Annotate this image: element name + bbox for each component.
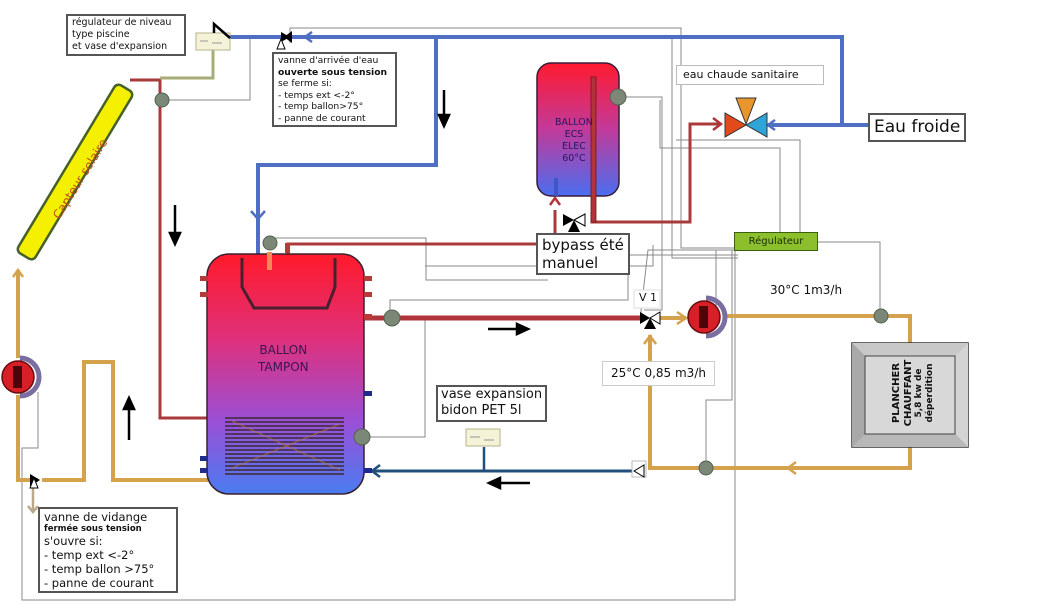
level-regulator <box>195 21 231 51</box>
buffer-tank <box>200 243 372 495</box>
floor-heating-panel <box>851 342 969 448</box>
flow-mix-label: 25°C 0,85 m3/h <box>602 361 715 386</box>
floor-label-line: PLANCHER <box>891 362 903 424</box>
note-line: vase expansion <box>441 387 543 402</box>
floor-heating-label: PLANCHER CHAUFFANT 5,8 kw de déperdition <box>868 358 958 428</box>
inlet-valve-icon[interactable] <box>276 31 292 50</box>
note-line: type piscine <box>72 28 130 40</box>
regulator-box[interactable]: Régulateur <box>734 232 818 251</box>
note-line: manuel <box>542 254 599 272</box>
tank-label-line: BALLON <box>259 343 308 357</box>
drain-valve-icon[interactable] <box>29 474 40 489</box>
floor-pump-icon <box>687 295 728 339</box>
expansion-vessel-note: vase expansion bidon PET 5l <box>436 385 548 422</box>
floor-loop-pipes <box>648 314 912 470</box>
hot-arrows <box>548 117 724 206</box>
cold-water-pipes <box>230 35 868 262</box>
note-line: - temp ext <-2° <box>44 548 135 563</box>
sensor-floor-supply <box>873 308 889 324</box>
ecs-tank <box>536 62 620 223</box>
note-line: - temp ballon>75° <box>278 101 364 112</box>
drain-valve-note: vanne de vidange fermée sous tension s'o… <box>38 507 178 594</box>
buffer-tank-label: BALLON TAMPON <box>258 342 309 377</box>
cold-water-label: Eau froide <box>868 113 967 143</box>
sensor-buffer-bottom <box>353 428 371 446</box>
solar-coil <box>225 417 344 475</box>
v1-mixing-valve-icon[interactable] <box>633 289 661 329</box>
dhw-label: eau chaude sanitaire <box>676 65 824 85</box>
solar-collector <box>16 83 134 261</box>
note-line: - panne de courant <box>44 576 154 591</box>
note-line: ouverte sous tension <box>278 66 388 78</box>
tank-label-line: 60°C <box>562 152 586 164</box>
note-line: fermée sous tension <box>44 524 142 535</box>
floor-label-line: CHAUFFANT <box>902 359 914 427</box>
floor-label-line: 5,8 kw de <box>914 368 925 418</box>
dhw-thermostatic-mixing-valve-icon[interactable] <box>724 97 768 138</box>
sensor-buffer-outlet <box>383 309 401 327</box>
tank-label-line: BALLON <box>555 117 593 128</box>
bypass-note: bypass été manuel <box>536 233 630 275</box>
note-line: bypass été <box>542 236 624 254</box>
sensor-collector-outlet <box>154 92 170 108</box>
flow-supply-label: 30°C 1m3/h <box>770 283 843 297</box>
tank-label-line: TAMPON <box>258 360 309 375</box>
note-line: vanne de vidange <box>44 510 148 524</box>
solar-loop-pipes <box>16 270 208 482</box>
floor-loop-arrows <box>643 310 797 475</box>
note-line: et vase d'expansion <box>72 40 168 52</box>
sensor-ecs <box>609 88 627 106</box>
ecs-tank-label: BALLON ECS ELEC 60°C <box>555 117 593 165</box>
note-line: se ferme si: <box>278 78 332 89</box>
inlet-valve-note: vanne d'arrivée d'eau ouverte sous tensi… <box>272 52 397 127</box>
level-regulator-note: régulateur de niveau type piscine et vas… <box>66 14 186 56</box>
solar-pump-icon <box>1 355 42 399</box>
expansion-vessel-icon <box>465 428 501 447</box>
note-line: régulateur de niveau <box>72 17 172 28</box>
note-line: - panne de courant <box>278 112 366 124</box>
tank-label-line: ELEC <box>561 140 586 152</box>
sensor-floor-return <box>698 460 714 476</box>
note-line: - temp ballon >75° <box>44 562 155 577</box>
level-regulator-line <box>160 50 215 80</box>
check-valve-icon <box>631 460 647 478</box>
sensor-buffer-top <box>262 235 278 251</box>
valve-v1-label: V 1 <box>639 291 658 304</box>
temperature-sensors <box>154 88 889 476</box>
tank-label-line: ECS <box>564 128 584 140</box>
drain-line <box>27 488 39 514</box>
note-line: s'ouvre si: <box>44 534 103 549</box>
solar-arrows <box>11 267 25 278</box>
floor-label-line: déperdition <box>924 363 935 423</box>
flow-arrows <box>122 90 532 490</box>
cold-water-arrows <box>250 30 776 221</box>
bypass-valve-icon[interactable] <box>563 213 586 232</box>
note-line: bidon PET 5l <box>441 403 522 419</box>
note-line: vanne d'arrivée d'eau <box>278 55 379 66</box>
note-line: - temps ext <-2° <box>278 89 355 101</box>
